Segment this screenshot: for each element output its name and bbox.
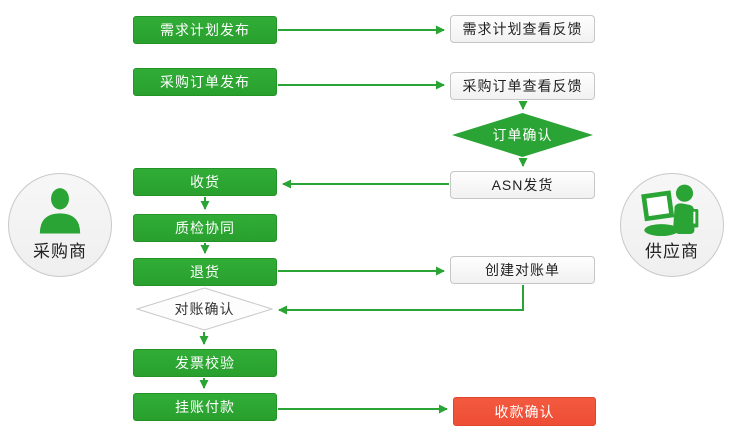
node-purchase-order-feedback: 采购订单查看反馈 — [450, 72, 595, 100]
node-receipt-confirm: 收款确认 — [453, 397, 596, 426]
node-order-confirm: 订单确认 — [452, 113, 593, 157]
actor-supplier: 供应商 — [620, 173, 724, 277]
order-confirm-label: 订单确认 — [492, 127, 553, 143]
diamond-shape — [452, 113, 593, 157]
node-create-statement: 创建对账单 — [450, 256, 595, 284]
buyer-person-icon — [39, 188, 81, 234]
node-account-payment: 挂账付款 — [133, 393, 277, 421]
node-demand-plan-feedback: 需求计划查看反馈 — [450, 15, 595, 43]
node-receive-goods: 收货 — [133, 168, 277, 196]
node-asn-shipping: ASN发货 — [450, 171, 595, 199]
buyer-label: 采购商 — [33, 242, 87, 261]
reconciliation-confirm-label: 对账确认 — [174, 301, 235, 317]
node-purchase-order-publish: 采购订单发布 — [133, 68, 277, 96]
node-return-goods: 退货 — [133, 258, 277, 286]
node-invoice-verification: 发票校验 — [133, 349, 277, 377]
supplier-label: 供应商 — [645, 242, 699, 261]
node-reconciliation-confirm: 对账确认 — [136, 287, 273, 331]
supplier-laptop-person-icon — [641, 184, 699, 237]
node-demand-plan-publish: 需求计划发布 — [133, 16, 277, 44]
actor-buyer: 采购商 — [8, 173, 112, 277]
node-quality-inspection: 质检协同 — [133, 214, 277, 242]
diamond-shape — [136, 287, 273, 331]
